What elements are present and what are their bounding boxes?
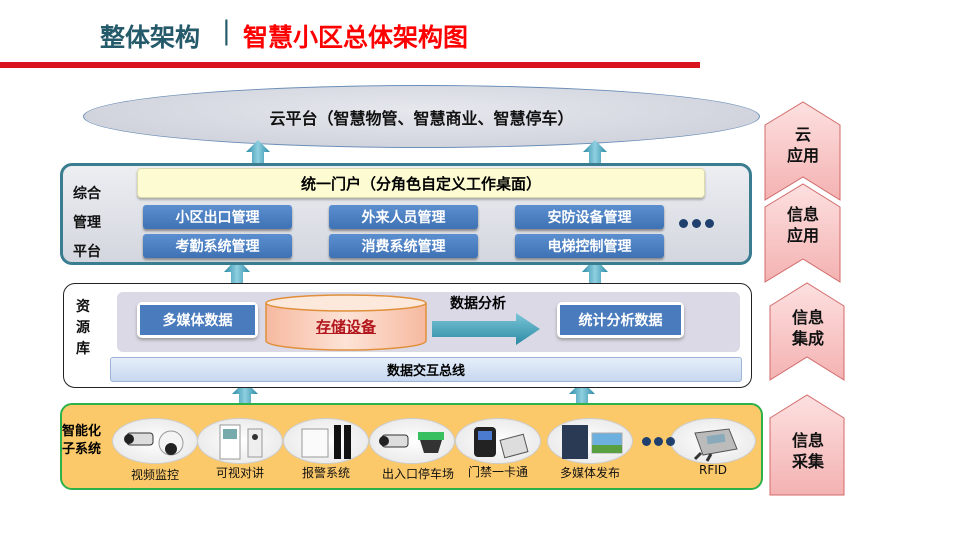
- multimedia-data-box: 多媒体数据: [137, 302, 258, 338]
- module-security-device-management: 安防设备管理: [515, 205, 664, 229]
- stage-info-integration: 信息 集成: [791, 308, 824, 348]
- resource-label-2: 源: [76, 320, 90, 336]
- stage-cloud-application: 云 应用: [786, 125, 819, 165]
- more-dot-icon: [705, 219, 714, 228]
- stage-chevrons: [764, 101, 845, 496]
- chevron-up-icon: [769, 282, 845, 381]
- subsystem-label: 视频监控: [130, 468, 179, 482]
- data-exchange-bus: 数据交互总线: [110, 357, 742, 382]
- multimedia-display-image: [547, 418, 633, 464]
- cloud-platform: 云平台（智慧物管、智慧商业、智慧停车）: [83, 85, 760, 148]
- resource-label-3: 库: [76, 341, 90, 357]
- alarm-system-image: [283, 418, 369, 464]
- chevron-up-icon: [764, 101, 841, 201]
- subsystem-label: 门禁一卡通: [467, 465, 528, 479]
- subsystem-label: RFID: [698, 463, 728, 477]
- access-card-image: [455, 418, 541, 464]
- platform-label-3: 平台: [73, 244, 101, 260]
- multimedia-data-label: 多媒体数据: [140, 305, 255, 335]
- statistics-data-label: 统计分析数据: [560, 305, 681, 335]
- more-dot-icon: [692, 219, 701, 228]
- subsystem-label: 多媒体发布: [559, 466, 620, 480]
- unified-portal: 统一门户（分角色自定义工作桌面）: [137, 168, 705, 198]
- resource-label-1: 资: [76, 299, 90, 315]
- stage-info-collection: 信息 采集: [791, 431, 824, 471]
- page-title: 智慧小区总体架构图: [243, 23, 469, 52]
- more-dot-icon: [679, 219, 688, 228]
- title-separator: |: [222, 16, 231, 46]
- video-surveillance-image: [112, 418, 198, 464]
- platform-label-2: 管理: [73, 215, 101, 231]
- module-visitor-management: 外来人员管理: [329, 205, 478, 229]
- module-attendance-management: 考勤系统管理: [143, 234, 292, 258]
- storage-cylinder-icon: [265, 294, 427, 351]
- module-exit-management: 小区出口管理: [143, 205, 292, 229]
- module-consumption-management: 消费系统管理: [329, 234, 478, 258]
- more-dot-icon: [642, 437, 651, 446]
- title-underline: [0, 62, 700, 68]
- subsystem-label: 可视对讲: [215, 466, 264, 480]
- analysis-label: 数据分析: [450, 296, 506, 312]
- subsystems-label: 智能化子系统: [62, 424, 102, 457]
- more-dot-icon: [654, 437, 663, 446]
- module-elevator-management: 电梯控制管理: [515, 234, 664, 258]
- rfid-reader-image: [670, 418, 756, 464]
- subsystem-label: 报警系统: [301, 466, 350, 480]
- storage-label: 存储设备: [315, 318, 376, 336]
- subsystem-label: 出入口停车场: [381, 467, 454, 481]
- video-intercom-image: [197, 418, 283, 464]
- platform-label-1: 综合: [73, 186, 101, 202]
- section-title: 整体架构: [100, 23, 201, 52]
- more-dot-icon: [666, 437, 675, 446]
- chevron-up-icon: [769, 394, 845, 496]
- stage-info-application: 信息 应用: [786, 205, 819, 245]
- chevron-up-icon: [764, 183, 841, 283]
- statistics-data-box: 统计分析数据: [557, 302, 684, 338]
- cloud-label: 云平台（智慧物管、智慧商业、智慧停车）: [269, 108, 574, 128]
- parking-entrance-image: [369, 418, 455, 464]
- right-arrow-icon: [432, 313, 540, 345]
